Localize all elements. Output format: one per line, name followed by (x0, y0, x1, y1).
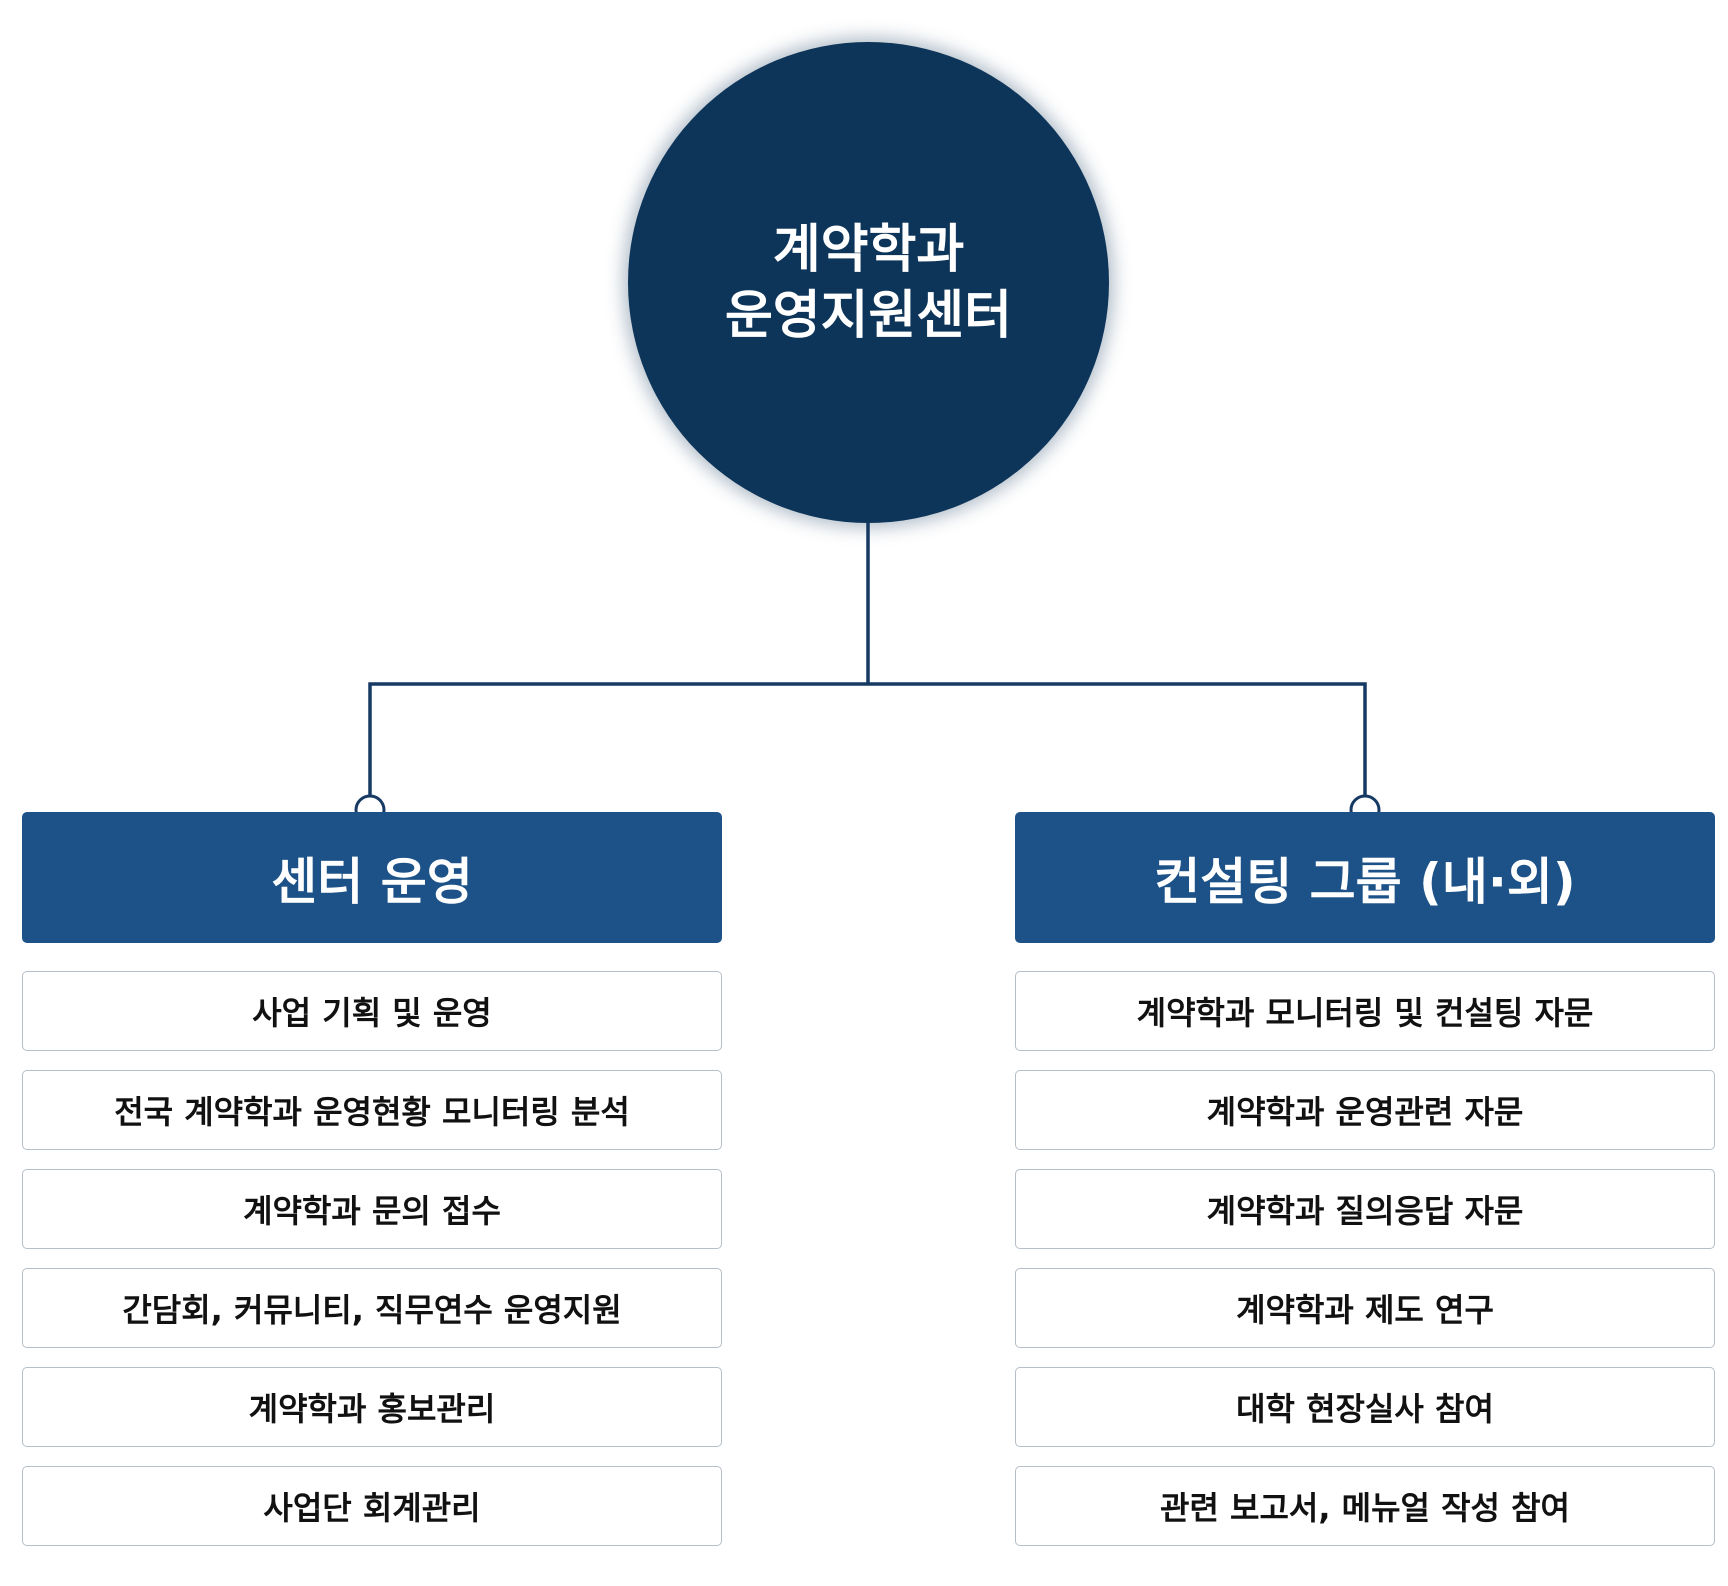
connector-branch (368, 682, 1367, 812)
root-title-line2: 운영지원센터 (724, 285, 1013, 346)
group-header: 컨설팅 그룹 (내·외) (1015, 812, 1715, 943)
duty-item: 사업 기획 및 운영 (22, 971, 722, 1051)
duty-item: 계약학과 모니터링 및 컨설팅 자문 (1015, 971, 1715, 1051)
group-consulting: 컨설팅 그룹 (내·외) 계약학과 모니터링 및 컨설팅 자문 계약학과 운영관… (1015, 812, 1715, 1565)
duty-item: 계약학과 운영관련 자문 (1015, 1070, 1715, 1150)
duty-item: 계약학과 질의응답 자문 (1015, 1169, 1715, 1249)
duty-item: 사업단 회계관리 (22, 1466, 722, 1546)
root-node: 계약학과 운영지원센터 (628, 42, 1109, 523)
duty-item: 관련 보고서, 메뉴얼 작성 참여 (1015, 1466, 1715, 1546)
duty-item: 대학 현장실사 참여 (1015, 1367, 1715, 1447)
duty-item: 계약학과 홍보관리 (22, 1367, 722, 1447)
duty-list: 계약학과 모니터링 및 컨설팅 자문 계약학과 운영관련 자문 계약학과 질의응… (1015, 971, 1715, 1546)
duty-item: 계약학과 문의 접수 (22, 1169, 722, 1249)
duty-item: 전국 계약학과 운영현황 모니터링 분석 (22, 1070, 722, 1150)
group-center-operation: 센터 운영 사업 기획 및 운영 전국 계약학과 운영현황 모니터링 분석 계약… (22, 812, 722, 1565)
duty-item: 간담회, 커뮤니티, 직무연수 운영지원 (22, 1268, 722, 1348)
group-header: 센터 운영 (22, 812, 722, 943)
duty-item: 계약학과 제도 연구 (1015, 1268, 1715, 1348)
duty-list: 사업 기획 및 운영 전국 계약학과 운영현황 모니터링 분석 계약학과 문의 … (22, 971, 722, 1546)
root-title-line1: 계약학과 (772, 219, 965, 280)
